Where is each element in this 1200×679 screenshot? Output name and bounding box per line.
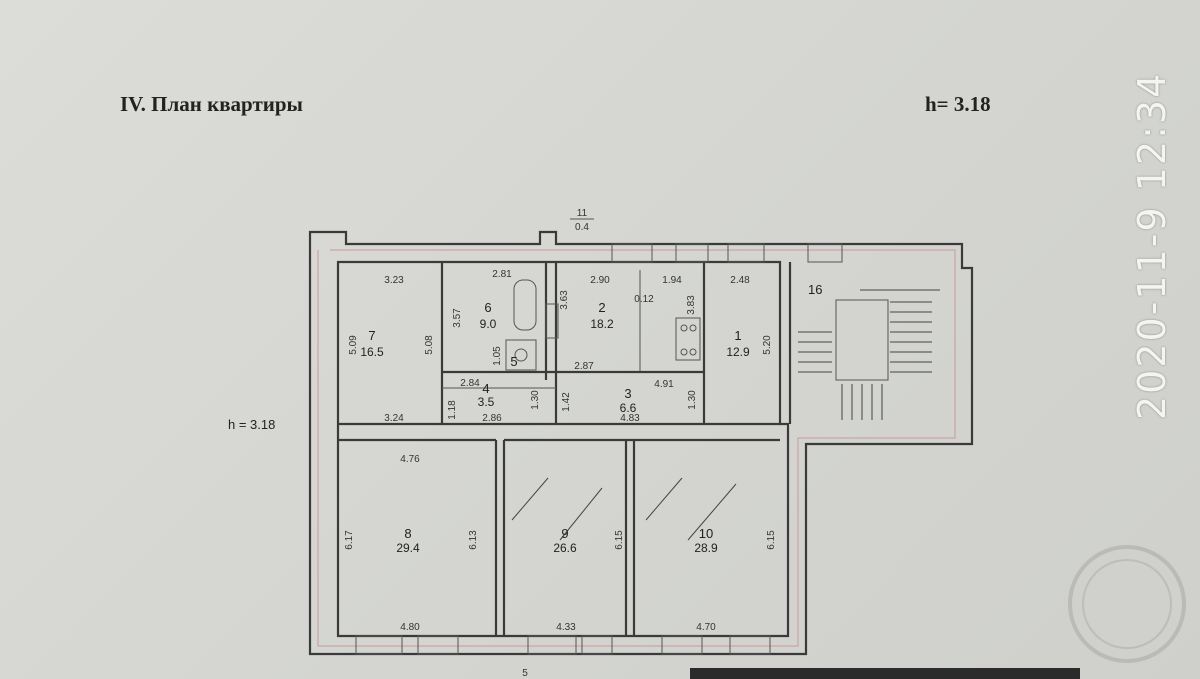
windows [355,243,843,655]
svg-text:1.30: 1.30 [687,390,698,410]
svg-text:3.57: 3.57 [452,308,463,328]
bottom-mark: 5 [522,668,528,679]
top-mark-number: 11 [577,208,588,219]
bathtub-icon [513,279,537,331]
stair-number: 16 [808,282,822,297]
svg-text:3.83: 3.83 [686,295,697,315]
svg-text:2.81: 2.81 [492,269,512,280]
dimension-labels: 3.23 2.81 2.90 1.94 2.48 5.09 5.08 3.57 … [344,269,777,633]
svg-text:3.24: 3.24 [384,413,404,424]
svg-text:3.23: 3.23 [384,275,404,286]
svg-text:4.80: 4.80 [400,622,420,633]
top-mark-value: 0.4 [575,222,589,233]
svg-text:6.15: 6.15 [766,530,777,550]
room-labels: 7 16.5 6 9.0 5 4 3.5 2 18.2 3 6.6 1 12.9… [360,300,750,555]
side-height-label: h = 3.18 [228,417,275,432]
svg-text:6.13: 6.13 [468,530,479,550]
svg-text:2.48: 2.48 [730,275,750,286]
svg-text:5.20: 5.20 [762,335,773,355]
room-number: 7 [368,328,375,343]
room-area: 6.6 [620,401,637,415]
room-area: 9.0 [480,317,497,331]
room-number: 8 [404,526,411,541]
stove-icon [675,317,701,361]
room-number: 6 [484,300,491,315]
svg-text:2.84: 2.84 [460,378,480,389]
room-number: 4 [482,381,489,396]
room-area: 18.2 [590,317,614,331]
svg-text:6.17: 6.17 [344,530,355,550]
svg-text:4.83: 4.83 [620,413,640,424]
svg-text:5.08: 5.08 [424,335,435,355]
room-number: 5 [510,354,517,369]
svg-text:1.42: 1.42 [561,392,572,412]
svg-text:1.30: 1.30 [530,390,541,410]
plan-title: IV. План квартиры [120,92,303,116]
room-number: 3 [624,386,631,401]
room-number: 1 [734,328,741,343]
svg-text:6.15: 6.15 [614,530,625,550]
room-area: 26.6 [553,541,577,555]
room-number: 9 [561,526,568,541]
svg-text:5.09: 5.09 [348,335,359,355]
svg-text:1.05: 1.05 [492,346,503,366]
room-number: 2 [598,300,605,315]
svg-text:2.87: 2.87 [574,361,594,372]
internal-walls [338,262,792,636]
ceiling-height-label: h= 3.18 [925,92,991,116]
room-number: 10 [699,526,713,541]
sink-icon [545,303,559,339]
room-area: 28.9 [694,541,718,555]
room-area: 12.9 [726,345,750,359]
room-area: 29.4 [396,541,420,555]
svg-text:1.18: 1.18 [447,400,458,420]
hatch-lines [511,477,737,541]
toilet-icon [505,339,537,371]
watermark-seal [1068,545,1186,663]
svg-text:4.76: 4.76 [400,454,420,465]
svg-text:3.63: 3.63 [559,290,570,310]
svg-text:4.91: 4.91 [654,379,674,390]
room-area: 3.5 [478,395,495,409]
staircase: 16 [798,282,940,420]
svg-text:4.33: 4.33 [556,622,576,633]
svg-text:1.94: 1.94 [662,275,682,286]
fixtures [505,279,701,371]
room-area: 16.5 [360,345,384,359]
svg-text:2.86: 2.86 [482,413,502,424]
svg-text:0.12: 0.12 [634,294,654,305]
bottom-dark-strip [690,668,1080,679]
svg-text:4.70: 4.70 [696,622,716,633]
svg-text:2.90: 2.90 [590,275,610,286]
